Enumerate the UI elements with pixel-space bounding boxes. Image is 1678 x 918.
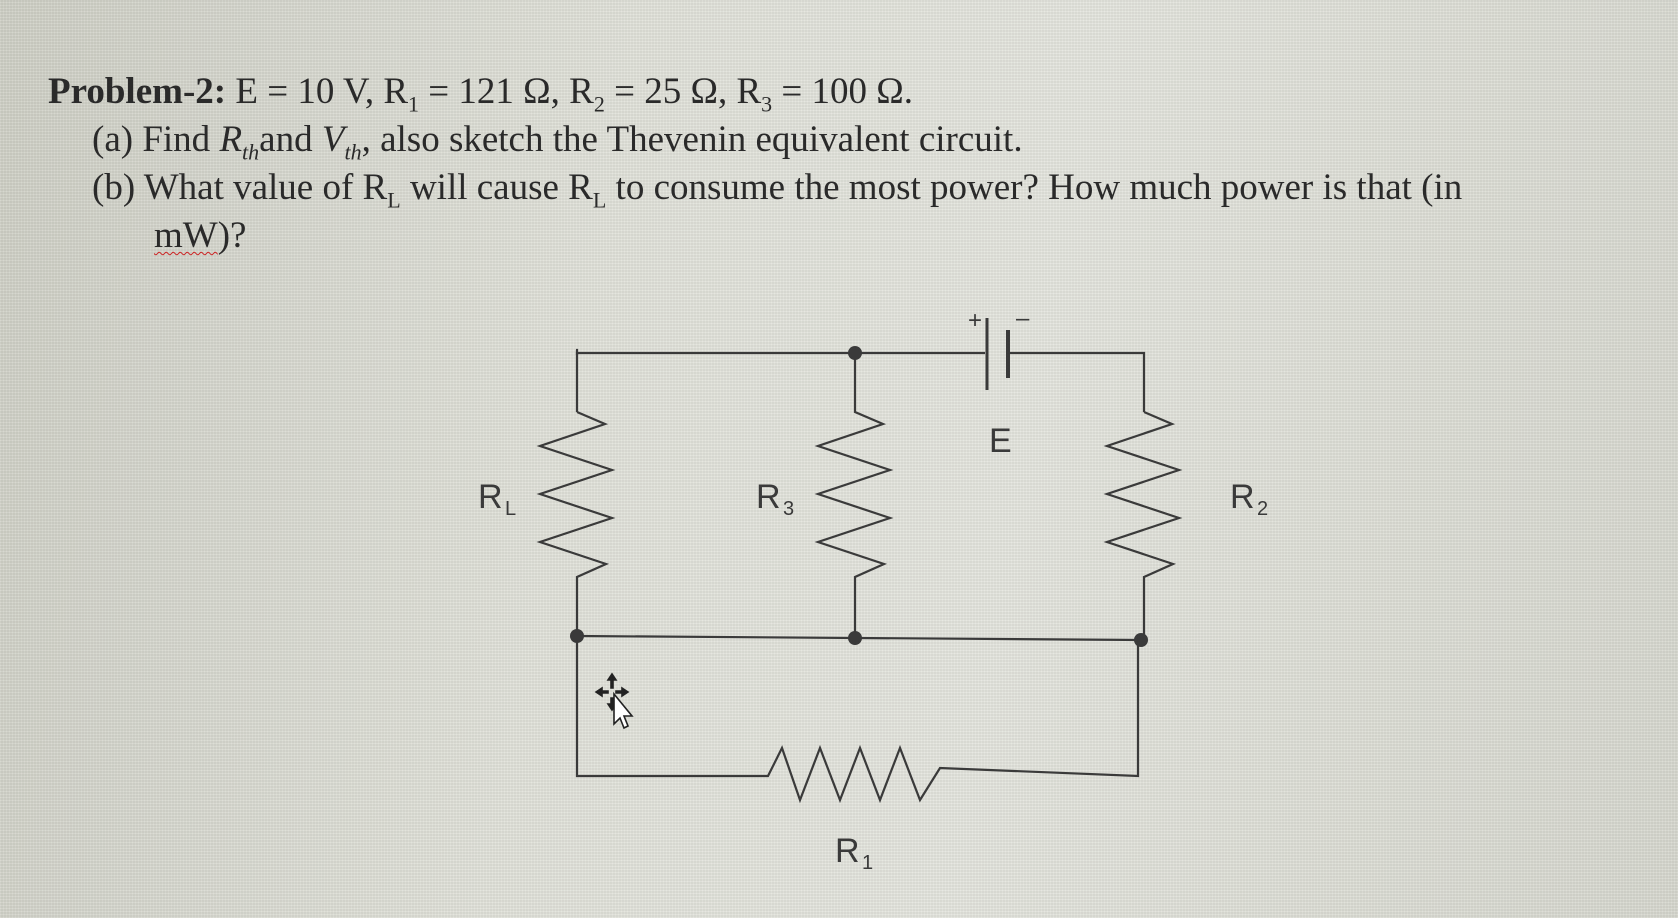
label-r1: R — [835, 832, 860, 870]
label-r2-sub: 2 — [1257, 498, 1268, 520]
wire-top — [575, 351, 985, 412]
label-e: E — [989, 422, 1012, 460]
problem-heading: Problem-2: — [48, 71, 227, 112]
battery-minus-label: – — [1016, 305, 1030, 332]
spellcheck-word: mW — [154, 215, 218, 256]
problem-given-line: Problem-2: E = 10 V, R1 = 121 Ω, R2 = 25… — [48, 71, 914, 117]
part-a: (a) Find Rthand Vth, also sketch the The… — [92, 119, 1023, 165]
node-top-r3 — [848, 346, 862, 360]
move-cursor-icon — [594, 672, 634, 730]
wire-top-right — [1008, 351, 1146, 412]
node-bottom-left — [570, 629, 584, 643]
resistor-r3 — [814, 353, 894, 640]
node-bottom-right — [1134, 633, 1148, 647]
part-b-continued: mW)? — [154, 215, 247, 256]
resistor-rl — [536, 410, 616, 640]
label-r3-sub: 3 — [783, 498, 794, 520]
label-rl-sub: L — [505, 498, 516, 520]
wire-lower-loop — [575, 636, 1140, 804]
battery-plus-label: + — [968, 307, 982, 334]
label-r2: R — [1230, 478, 1255, 516]
problem-statement: Problem-2: E = 10 V, R1 = 121 Ω, R2 = 25… — [48, 68, 1608, 260]
part-b: (b) What value of RL will cause RL to co… — [92, 167, 1463, 213]
label-rl: R — [478, 478, 503, 516]
label-r1-sub: 1 — [862, 852, 873, 874]
node-bottom-r3 — [848, 631, 862, 645]
resistor-r2 — [1103, 410, 1183, 640]
label-r3: R — [756, 478, 781, 516]
